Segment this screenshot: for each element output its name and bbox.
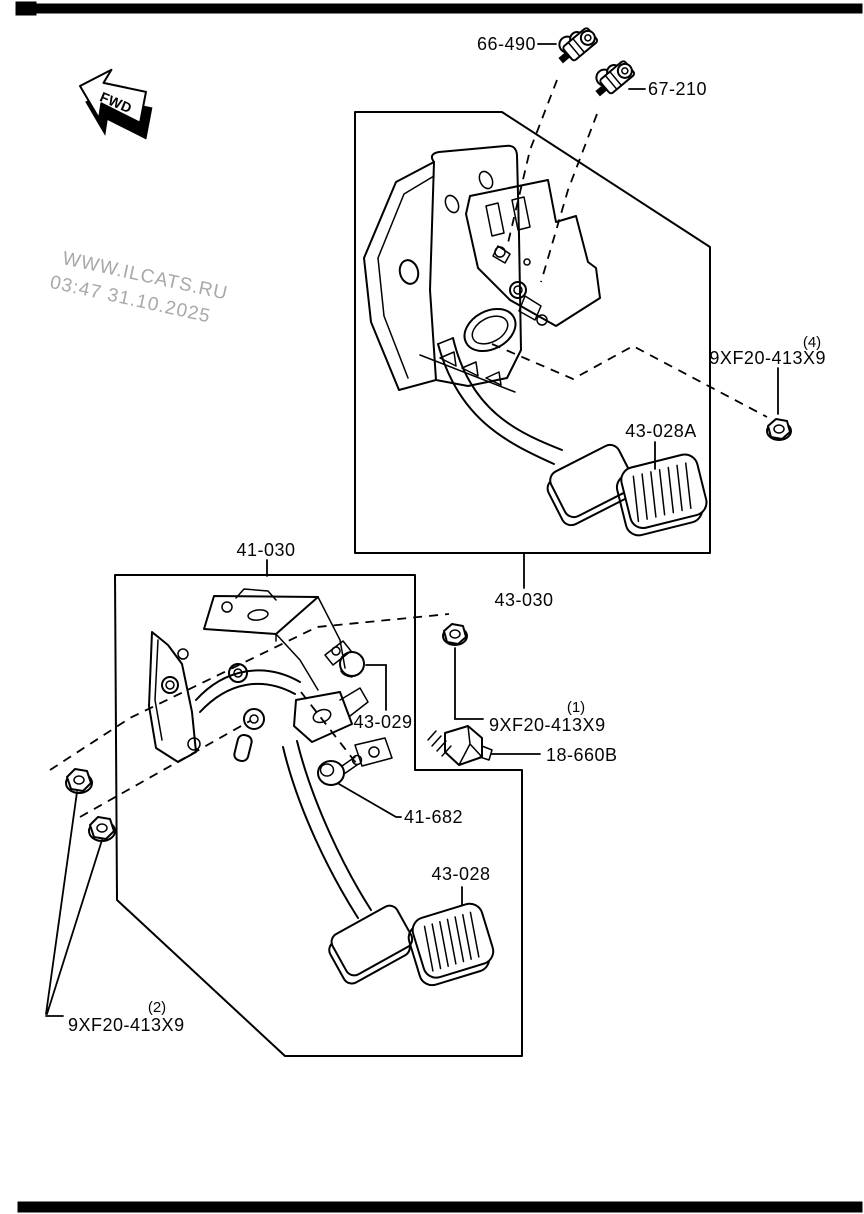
- part-label-41-030: 41-030: [236, 540, 295, 560]
- nut-9xf20-mid: [442, 623, 468, 646]
- nut-9xf20-bottom-2: [88, 816, 116, 842]
- clutch-pad-rubber: [407, 902, 495, 987]
- part-label-9xf20-bottom: 9XF20-413X9: [68, 1015, 185, 1035]
- top-border-bar: [15, 1, 863, 16]
- watermark: WWW.ILCATS.RU 03:47 31.10.2025: [48, 248, 230, 327]
- part-label-43-028: 43-028: [431, 864, 490, 884]
- part-label-43-029: 43-029: [353, 712, 412, 732]
- callout-lines: [45, 43, 779, 1017]
- fwd-arrow-icon: FWD: [79, 68, 153, 140]
- part-label-66-490: 66-490: [477, 34, 536, 54]
- nut-9xf20-bottom-1: [65, 768, 93, 794]
- brake-pedal-drawing: [363, 144, 708, 537]
- part-label-43-028a: 43-028A: [625, 421, 697, 441]
- clutch-assembly-box: [114, 574, 523, 1057]
- part-label-18-660b: 18-660B: [546, 745, 618, 765]
- bottom-border-bar: [17, 1201, 863, 1213]
- part-qty-9xf20-top: (4): [803, 334, 821, 351]
- part-label-9xf20-mid: 9XF20-413X9: [489, 715, 606, 735]
- switch-18-660b-drawing: [427, 725, 493, 766]
- part-label-9xf20-top: 9XF20-413X9: [709, 348, 826, 368]
- part-label-43-030: 43-030: [494, 590, 553, 610]
- brake-assembly-box: [354, 111, 711, 554]
- switch-66-490-drawing: [558, 27, 599, 64]
- assembly-dashed-lines-lower: [49, 613, 450, 818]
- switch-67-210-drawing: [595, 60, 636, 97]
- part-qty-9xf20-mid: (1): [567, 699, 585, 716]
- assembly-dashed-lines-upper: [491, 79, 768, 418]
- cap-43-029-drawing: [339, 651, 365, 678]
- clutch-pedal-drawing: [148, 588, 495, 987]
- nut-9xf20-top: [766, 418, 792, 441]
- part-label-41-682: 41-682: [404, 807, 463, 827]
- brake-pad-rubber: [615, 453, 708, 537]
- part-label-67-210: 67-210: [648, 79, 707, 99]
- part-qty-9xf20-bottom: (2): [148, 999, 166, 1016]
- pin-41-682-drawing: [317, 754, 363, 786]
